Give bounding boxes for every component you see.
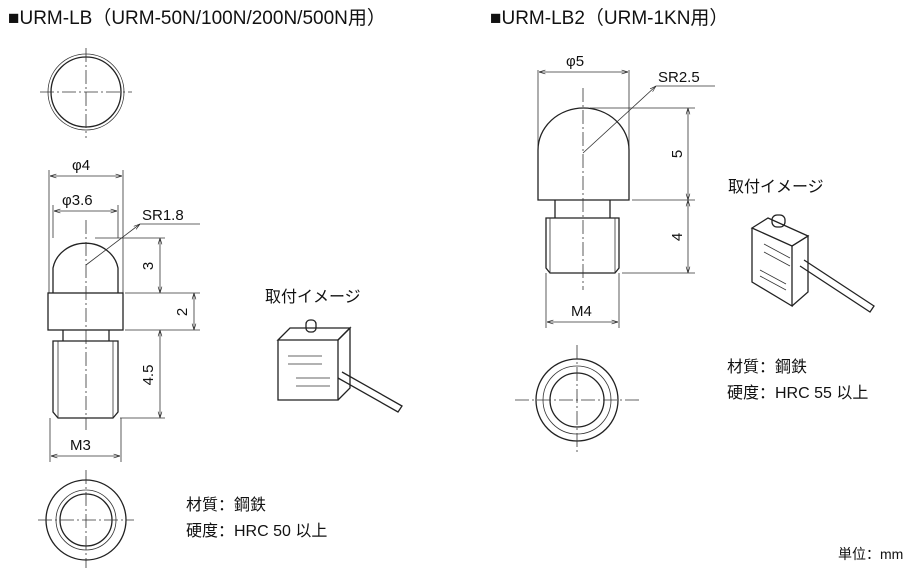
right-bottom-view <box>515 345 640 455</box>
left-dim-thread: M3 <box>70 437 91 454</box>
right-dim-thread: M4 <box>571 303 592 320</box>
left-hardness: 硬度：HRC 50 以上 <box>186 522 327 540</box>
left-top-view <box>40 48 132 138</box>
right-mount-label: 取付イメージ <box>728 178 824 196</box>
left-dim-sphere-radius: SR1.8 <box>142 207 184 224</box>
left-side-view <box>47 170 200 462</box>
left-dim-outer-dia: φ4 <box>72 157 90 174</box>
left-dim-h-thread: 4.5 <box>140 365 157 386</box>
left-bottom-view <box>38 470 134 568</box>
right-dim-h-thread: 4 <box>669 233 686 241</box>
right-hardness: 硬度：HRC 55 以上 <box>727 384 868 402</box>
left-dim-h-tip: 3 <box>140 262 157 270</box>
left-loadcell-illustration <box>276 319 403 413</box>
left-mount-label: 取付イメージ <box>265 288 361 306</box>
left-dim-inner-dia: φ3.6 <box>62 192 93 209</box>
right-dim-h-tip: 5 <box>669 150 686 158</box>
left-dim-h-collar: 2 <box>174 308 191 316</box>
right-dim-sphere-radius: SR2.5 <box>658 69 700 86</box>
right-material: 材質：鋼鉄 <box>727 358 807 376</box>
right-side-view <box>537 70 715 328</box>
right-loadcell-illustration <box>750 214 875 313</box>
left-title: ■URM-LB（URM-50N/100N/200N/500N用） <box>8 7 386 29</box>
unit-label: 単位：mm <box>838 546 903 562</box>
right-title: ■URM-LB2（URM-1KN用） <box>490 7 728 29</box>
left-material: 材質：鋼鉄 <box>186 496 266 514</box>
right-dim-outer-dia: φ5 <box>566 53 584 70</box>
